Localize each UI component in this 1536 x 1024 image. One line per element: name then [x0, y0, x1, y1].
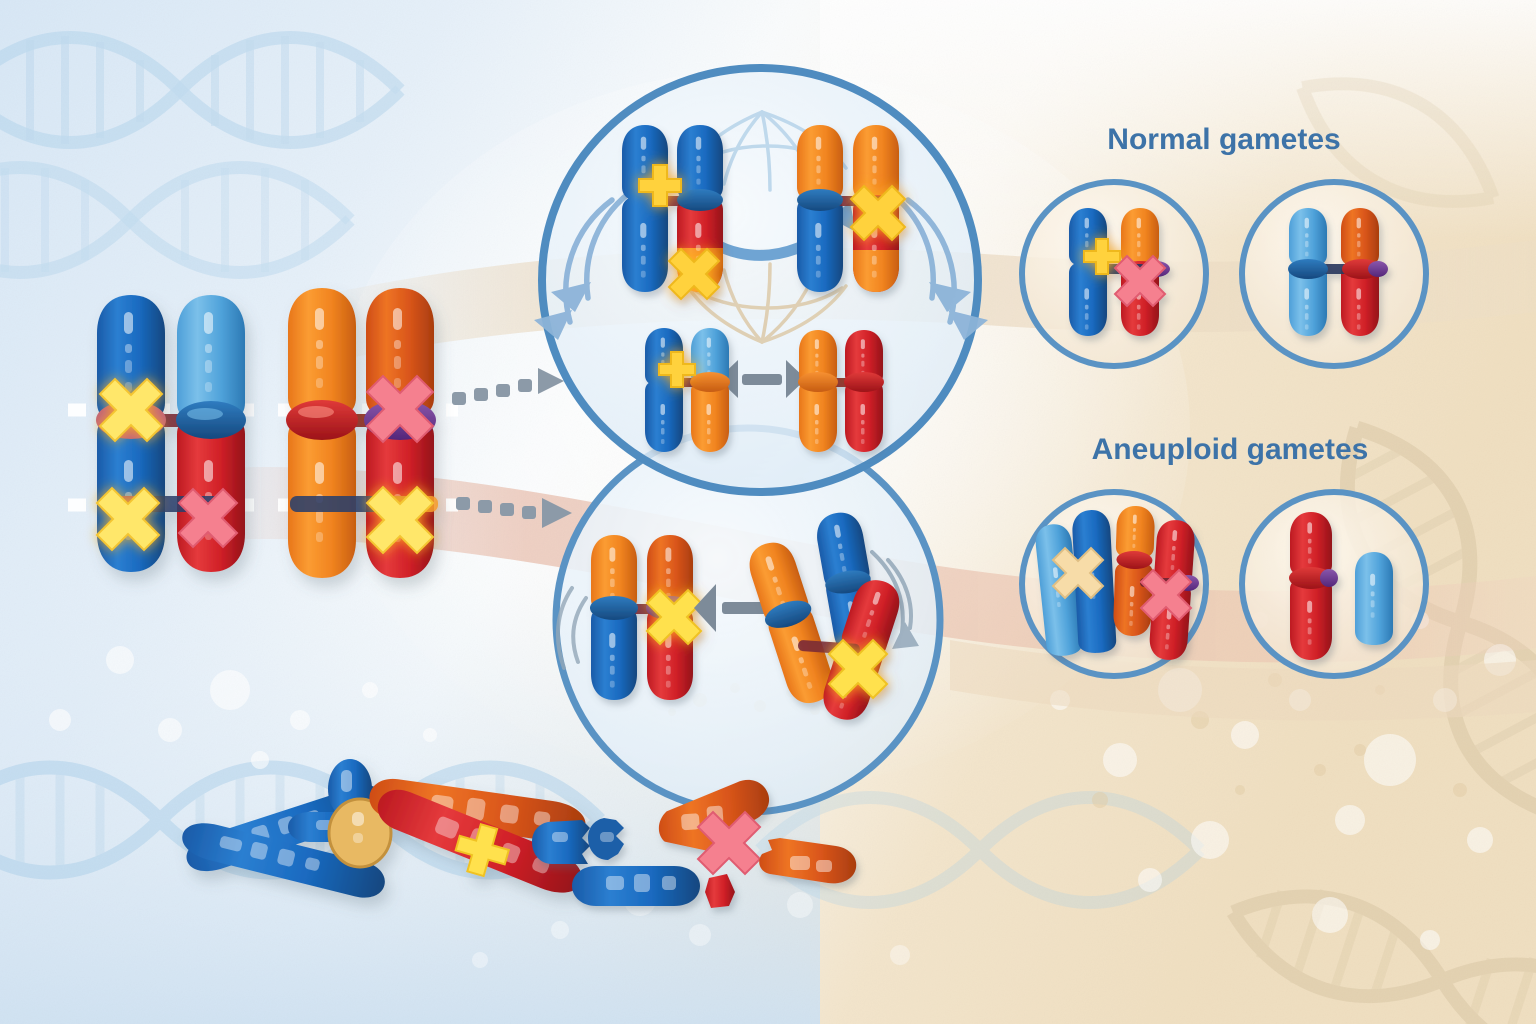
label-aneuploid-gametes-group: Aneuploid gametes [1092, 433, 1369, 466]
label-normal-gametes-group: Normal gametes [1107, 123, 1340, 156]
m1-top-left-tetrad [622, 125, 723, 301]
fragment-red-tiny [705, 874, 735, 908]
chromatid-blue-a [622, 125, 668, 292]
marker-yellow-x-m1-tl2 [667, 247, 721, 301]
centromere-orange-left [286, 400, 358, 440]
frag-centromere-core [327, 797, 393, 869]
fragmented-chromosome-cluster [182, 759, 857, 908]
gamete-aneuploid-1 [1019, 489, 1209, 679]
marker-pink-x-blue-lower [177, 487, 239, 549]
marker-pink-x-fragment [696, 810, 762, 876]
dashed-arrow-bottom [456, 497, 572, 528]
fragment-blue-jagged-2 [588, 818, 624, 860]
chromatid-orange-blue-r [797, 125, 843, 292]
marker-cream-x-aneu1 [1051, 546, 1105, 600]
frag-blue-arm-lower [182, 823, 385, 898]
marker-yellow-cross-gamete1 [1083, 238, 1121, 275]
marker-yellow-x-orange-lower [365, 485, 435, 555]
fragment-blue-long [572, 866, 700, 906]
label-normal-gametes: Normal gametes [1107, 123, 1340, 156]
marker-pink-x-gamete1 [1113, 254, 1167, 308]
gamete-aneuploid-2 [1239, 489, 1429, 679]
marker-yellow-x-blue-upper [98, 377, 164, 443]
marker-yellow-x-m2-right [827, 638, 889, 700]
dashed-arrow-top [452, 368, 564, 405]
frag-red-arm-upper [369, 778, 586, 842]
aneu2-chromatid-red [1289, 512, 1338, 660]
meiosis-i-cell [534, 64, 988, 496]
gamete2-chromatid-red [1341, 208, 1379, 336]
marker-yellow-x-blue-lower [95, 486, 161, 552]
homolog-pair-orange [286, 288, 438, 578]
m1-bottom-left-dyad [645, 328, 730, 452]
fragment-red-right [759, 838, 857, 884]
motion-arc-left [555, 586, 588, 670]
centromere-blue-right [176, 401, 246, 439]
label-aneuploid-gametes: Aneuploid gametes [1092, 433, 1369, 466]
parent-chromosomes-group [68, 288, 458, 578]
marker-yellow-cross-m1-bl [658, 351, 696, 388]
chromatid-blue-small [645, 328, 683, 452]
meiosis2-left-dyad [590, 535, 703, 700]
rotation-arc-right [881, 185, 988, 340]
chromatid-bluelight-orange [691, 328, 729, 452]
meiosis-ii-cell [552, 424, 944, 816]
meiosis2-right-cluster [749, 512, 900, 720]
motion-arc-right [870, 550, 919, 649]
marker-yellow-cross-fragment [454, 823, 511, 878]
m1-bottom-right-dyad [798, 330, 884, 452]
chromatid-orange-small [799, 330, 837, 452]
marker-pink-x-aneu1 [1139, 568, 1193, 622]
gamete-normal-1 [1019, 179, 1209, 369]
marker-yellow-cross-m1-tl [638, 164, 682, 207]
fragment-blue-jagged-1 [532, 820, 590, 864]
chromatid-red-small [845, 330, 883, 452]
chromatid-orange-blue [591, 535, 637, 700]
chromatid-orange-tilted [749, 542, 833, 703]
m1-top-right-tetrad [797, 125, 907, 292]
rotation-arc-left [534, 185, 639, 340]
aneu2-chromatid-bluelight-fragment [1355, 552, 1393, 645]
marker-pink-x-orange-upper [365, 374, 435, 444]
gamete-normal-2 [1239, 179, 1429, 369]
gamete2-chromatid-bluelight [1289, 208, 1327, 336]
marker-yellow-x-m1-tr [849, 184, 907, 242]
